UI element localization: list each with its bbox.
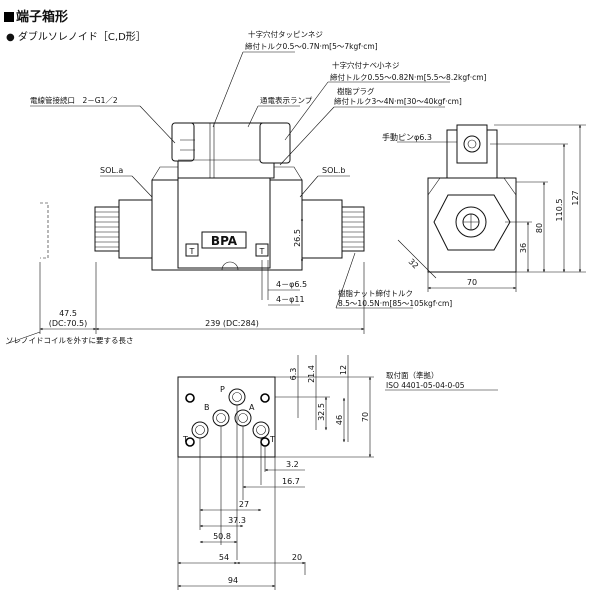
nut-title: 樹脂ナット締付トルク <box>338 288 413 298</box>
dim-36: 36 <box>519 243 528 253</box>
dim-47-5-dc: (DC:70.5) <box>49 319 88 328</box>
port-t-right: T <box>269 435 275 444</box>
mounting-title: 取付面（準拠） <box>386 370 439 380</box>
screw2-title: 十字穴付ナベ小ネジ <box>332 60 400 70</box>
brand-logo: BPA <box>211 234 238 248</box>
dim-21-4: 21.4 <box>307 365 316 383</box>
dim-70-side: 70 <box>467 278 477 287</box>
sol-b-label: SOL.b <box>322 166 345 175</box>
dim-27: 27 <box>239 500 249 509</box>
screw1-title: 十字穴付タッピンネジ <box>248 29 323 39</box>
lamp-label: 通電表示ランプ <box>260 95 313 105</box>
dim-47-5: 47.5 <box>59 309 77 318</box>
dim-37-3: 37.3 <box>228 516 246 525</box>
front-leaders: 十字穴付タッピンネジ 締付トルク0.5～0.7N·m[5～7kgf·cm] 十字… <box>5 29 487 345</box>
dim-127: 127 <box>571 190 580 205</box>
dim-46: 46 <box>335 415 344 425</box>
dim-32-5: 32.5 <box>317 403 326 421</box>
dim-4phi6-5: 4－φ6.5 <box>276 280 307 289</box>
dim-239: 239 (DC:284) <box>205 319 259 328</box>
side-view <box>427 124 517 273</box>
manual-pin-label: 手動ピンφ6.3 <box>382 132 432 142</box>
front-view: BPA T T <box>40 122 365 300</box>
screw2-torque: 締付トルク0.55～0.82N·m[5.5～8.2kgf·cm] <box>330 72 487 82</box>
dim-20: 20 <box>292 553 302 562</box>
dim-12: 12 <box>339 365 348 375</box>
subtitle-text: ダブルソレノイド［C,D形］ <box>17 32 146 43</box>
screw1-torque: 締付トルク0.5～0.7N·m[5～7kgf·cm] <box>245 41 378 51</box>
svg-text:T: T <box>189 247 195 256</box>
dim-32-hex: 32 <box>407 257 421 271</box>
title-text: 端子箱形 <box>16 10 69 25</box>
dim-54: 54 <box>219 553 229 562</box>
subtitle: ● ダブルソレノイド［C,D形］ <box>6 32 146 43</box>
dim-26-5: 26.5 <box>293 229 302 247</box>
plug-title: 樹脂プラグ <box>337 86 375 96</box>
dim-94: 94 <box>228 576 238 585</box>
nut-torque: 8.5～10.5N·m[85～105kgf·cm] <box>338 299 452 308</box>
dim-50-8: 50.8 <box>213 532 231 541</box>
dim-110-5: 110.5 <box>555 199 564 222</box>
dim-4phi11: 4－φ11 <box>276 295 305 304</box>
conduit-label: 電線管接続口 2－G1／2 <box>30 95 118 105</box>
mounting-view: P B A T T <box>177 376 276 458</box>
mounting-dims: 6.3 21.4 12 32.5 46 70 取付面（準拠） ISO 4401-… <box>177 355 498 590</box>
sol-a-label: SOL.a <box>100 166 123 175</box>
dim-80: 80 <box>535 223 544 233</box>
port-p: P <box>220 385 225 394</box>
port-a: A <box>249 403 255 412</box>
dim-3-2: 3.2 <box>286 460 299 469</box>
dim-16-7: 16.7 <box>282 477 300 486</box>
coil-removal-note: ソレノイドコイルを外すに要する長さ <box>6 335 134 345</box>
dim-6-3: 6.3 <box>289 368 298 381</box>
port-b: B <box>204 403 210 412</box>
port-t-left: T <box>182 435 188 444</box>
mounting-std: ISO 4401-05-04-0-05 <box>386 381 465 390</box>
dim-70-mount: 70 <box>361 412 370 422</box>
page-title: 端子箱形 <box>4 6 68 25</box>
square-bullet-icon <box>4 12 14 22</box>
plug-torque: 締付トルク3～4N·m[30～40kgf·cm] <box>334 96 462 106</box>
svg-text:T: T <box>259 247 265 256</box>
